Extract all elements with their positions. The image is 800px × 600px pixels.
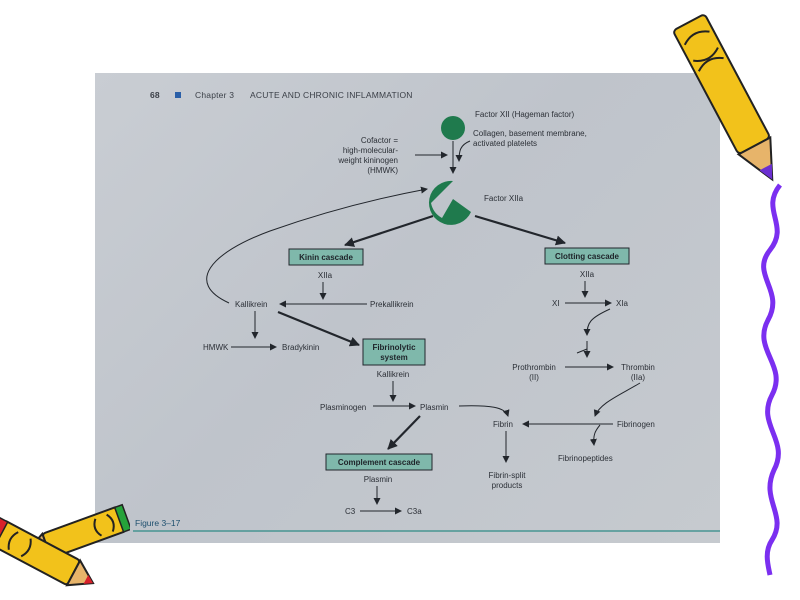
label-kallikrein: Kallikrein [235, 300, 267, 309]
header-square-icon [175, 92, 181, 98]
fibrinolytic-system-box [362, 338, 426, 366]
label-collagen-2: activated platelets [473, 139, 537, 148]
arrow-thrombin-down [593, 382, 641, 417]
label-prothrombin-2: (II) [529, 373, 539, 382]
clotting-cascade-box [544, 247, 630, 265]
label-collagen-1: Collagen, basement membrane, [473, 129, 587, 138]
label-xiia-right: XIIa [580, 270, 595, 279]
label-fibrin-split-1: Fibrin-split [489, 471, 527, 480]
chapter-label: Chapter 3 [195, 90, 234, 100]
label-prekallikrein: Prekallikrein [370, 300, 414, 309]
figure-label: Figure 3–17 [135, 518, 181, 528]
arrow-to-complement [387, 415, 421, 450]
label-fibrinolytic-2: system [380, 353, 408, 362]
crayons-bottom-left-icon [0, 503, 130, 587]
arrow-xia-down-1 [583, 308, 611, 336]
arrow-kallikrein-feedback [206, 186, 428, 304]
label-fibrinolytic-1: Fibrinolytic [372, 343, 416, 352]
arrow-plasmin-to-fibrin [458, 405, 510, 417]
label-fibrin-split-2: products [492, 481, 523, 490]
label-kallikrein-2: Kallikrein [377, 370, 409, 379]
label-plasminogen: Plasminogen [320, 403, 366, 412]
label-fibrinopeptides: Fibrinopeptides [558, 454, 613, 463]
arrow-to-clotting [474, 214, 566, 246]
label-factor-xii: Factor XII (Hageman factor) [475, 110, 574, 119]
label-complement-cascade: Complement cascade [338, 458, 421, 467]
label-thrombin-1: Thrombin [621, 363, 655, 372]
arrow-to-fibrinolytic [277, 310, 360, 347]
factor-xii-node [441, 116, 465, 140]
kinin-cascade-box [288, 248, 364, 266]
complement-cascade-box [325, 453, 433, 471]
crayon-top-right-icon [673, 14, 774, 182]
label-plasmin: Plasmin [420, 403, 448, 412]
chapter-title: ACUTE AND CHRONIC INFLAMMATION [250, 90, 413, 100]
label-cofactor-4: (HMWK) [367, 166, 398, 175]
label-prothrombin-1: Prothrombin [512, 363, 556, 372]
label-cofactor-2: high-molecular- [343, 146, 398, 155]
label-plasmin-2: Plasmin [364, 475, 392, 484]
arrow-collagen [455, 140, 471, 162]
label-fibrin: Fibrin [493, 420, 513, 429]
label-xia: XIa [616, 299, 629, 308]
label-factor-xiia: Factor XIIa [484, 194, 524, 203]
arrow-to-kinin [344, 214, 434, 247]
coagulation-kinin-diagram: 68 Chapter 3 ACUTE AND CHRONIC INFLAMMAT… [133, 90, 720, 532]
label-cofactor-1: Cofactor = [361, 136, 398, 145]
label-xiia-left: XIIa [318, 271, 333, 280]
purple-squiggle-icon [761, 183, 783, 576]
label-kinin-cascade: Kinin cascade [299, 253, 353, 262]
factor-xiia-node [428, 180, 471, 225]
textbook-page-photo: 68 Chapter 3 ACUTE AND CHRONIC INFLAMMAT… [95, 73, 720, 543]
arrow-branch-mark [576, 348, 588, 354]
page-number: 68 [150, 90, 160, 100]
label-xi: XI [552, 299, 560, 308]
label-bradykinin: Bradykinin [282, 343, 319, 352]
label-cofactor-3: weight kininogen [337, 156, 398, 165]
label-thrombin-2: (IIa) [631, 373, 646, 382]
label-c3: C3 [345, 507, 356, 516]
label-fibrinogen: Fibrinogen [617, 420, 655, 429]
label-hmwk: HMWK [203, 343, 229, 352]
label-clotting-cascade: Clotting cascade [555, 252, 620, 261]
arrow-to-fibrinopeptides [589, 424, 601, 446]
label-c3a: C3a [407, 507, 422, 516]
